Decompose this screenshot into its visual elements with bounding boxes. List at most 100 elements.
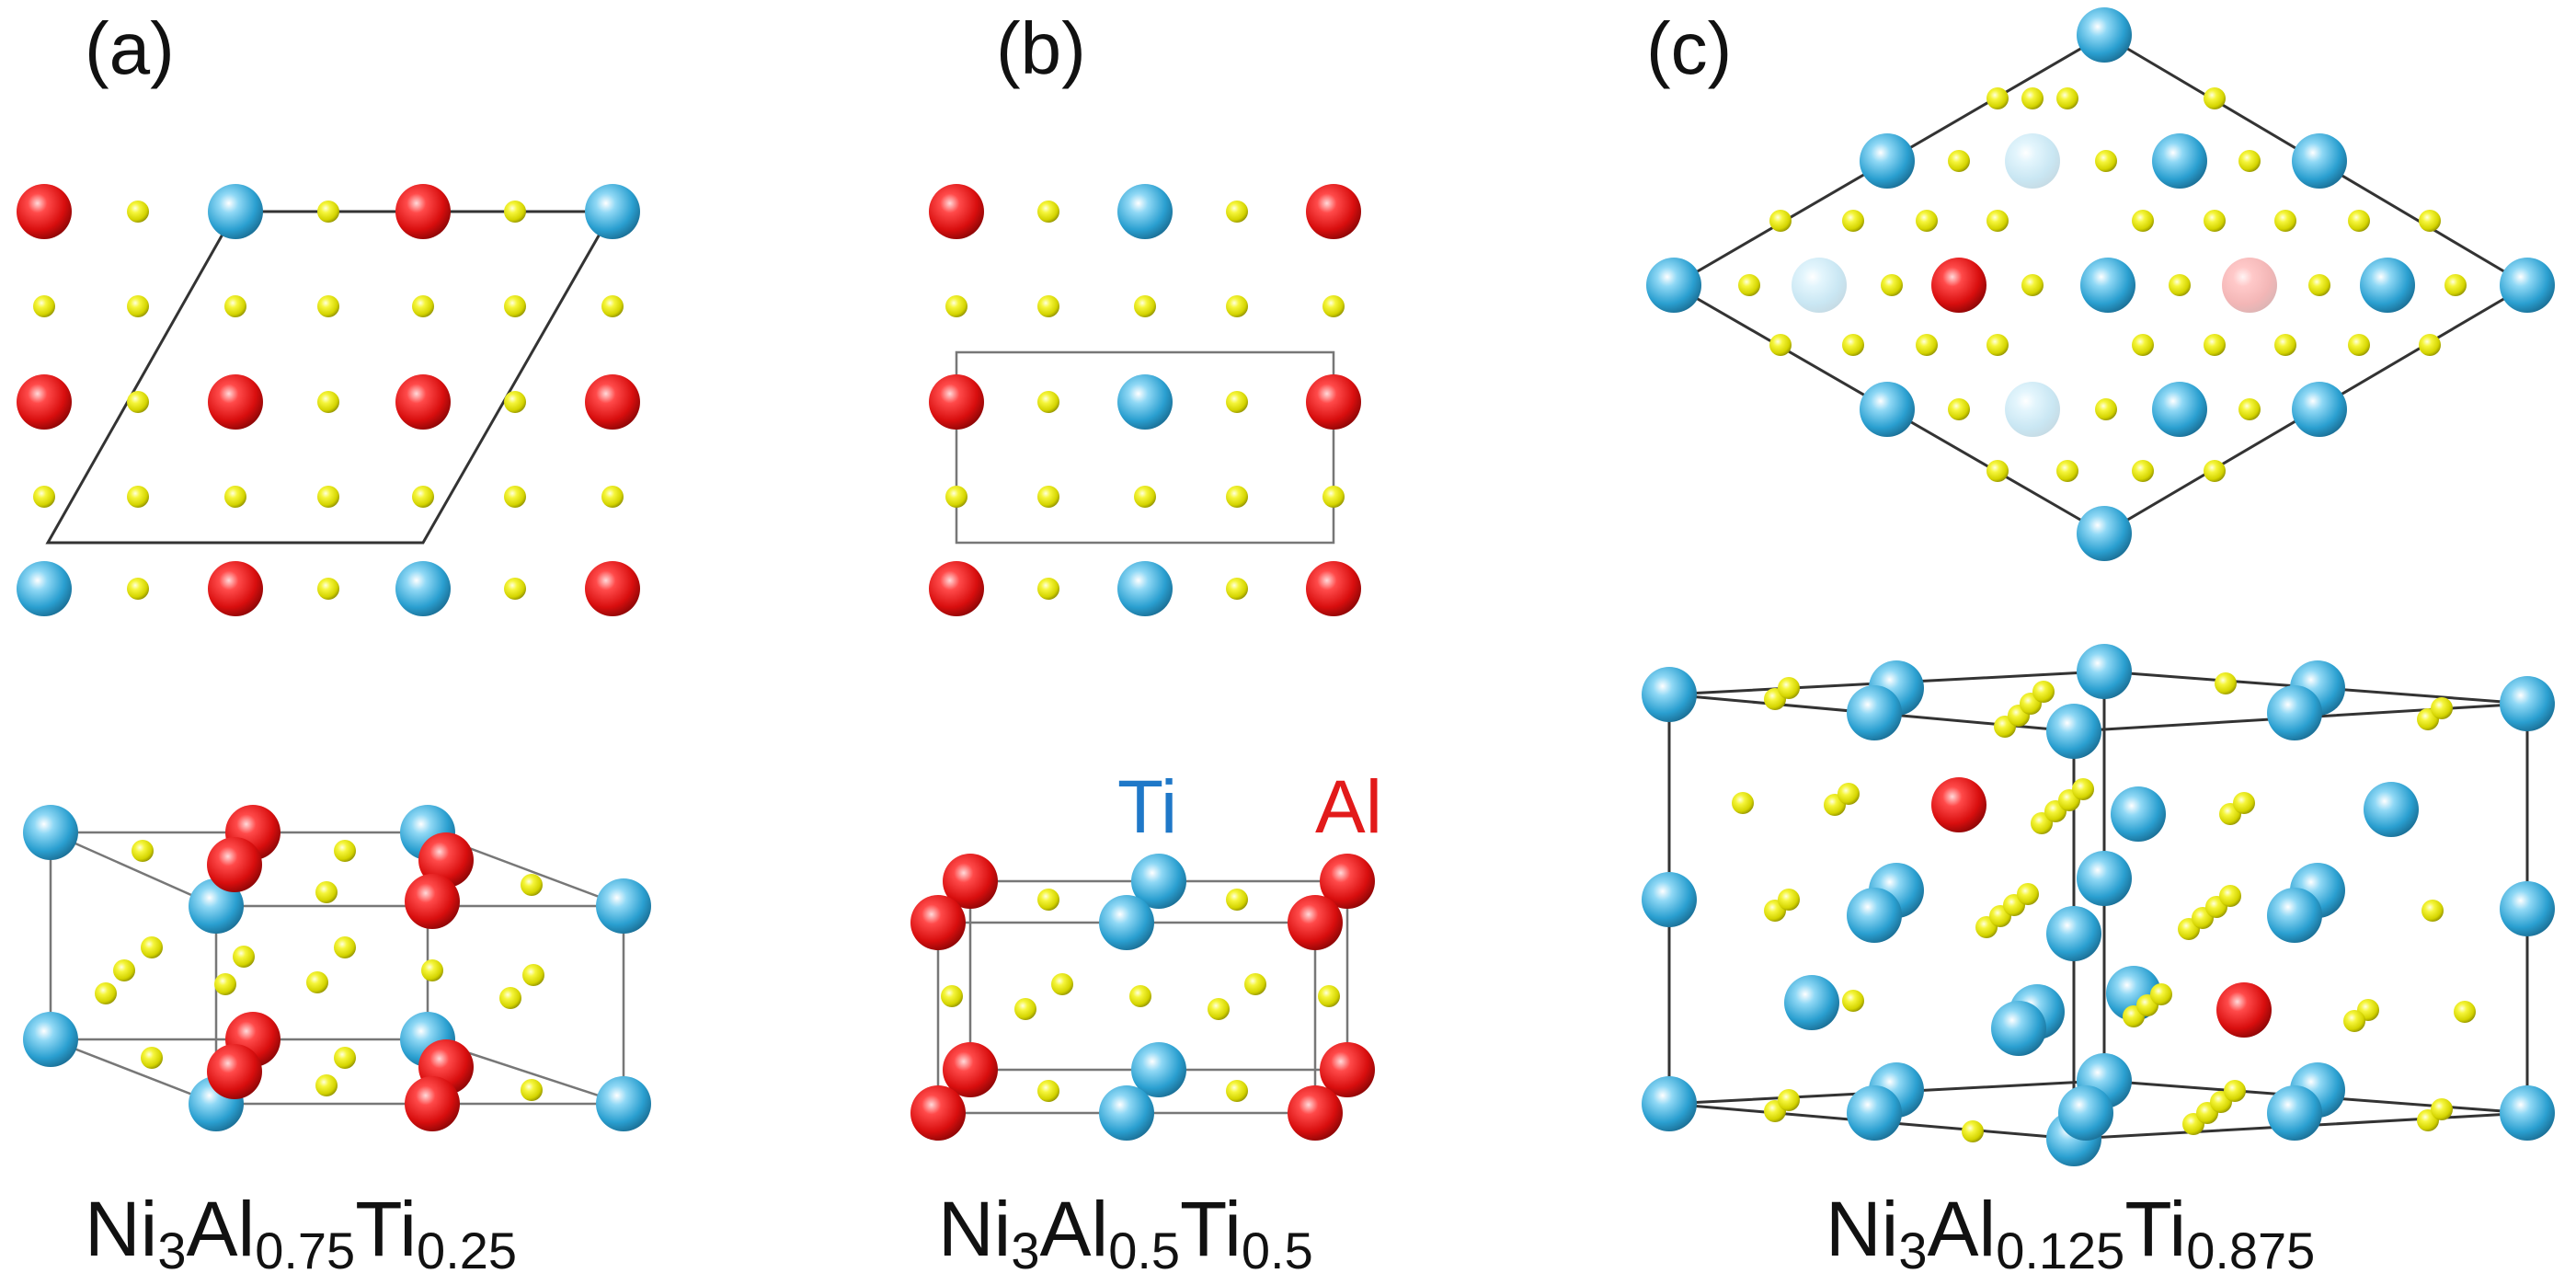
al-atom (405, 1076, 460, 1131)
ni-atom (334, 936, 356, 958)
ni-atom (317, 391, 339, 413)
ni-atom (504, 578, 526, 600)
ti-atom (1991, 1001, 2046, 1056)
ti-atom (17, 561, 72, 616)
ni-atom (601, 295, 624, 317)
al-atom (207, 1044, 262, 1099)
ni-atom (2017, 883, 2039, 905)
unit-cell-b-top (955, 350, 1335, 545)
ni-atom (1838, 783, 1860, 805)
ti-atom (2046, 704, 2101, 759)
ni-atom (2238, 398, 2261, 420)
ni-atom (941, 985, 963, 1007)
ni-atom (1051, 973, 1073, 995)
ni-atom (315, 881, 338, 903)
ni-atom (2056, 460, 2078, 482)
al-atom (1931, 258, 1986, 313)
ti-atom (1792, 258, 1847, 313)
ni-atom (1134, 295, 1156, 317)
al-atom (2216, 982, 2272, 1038)
ti-atom (23, 1012, 78, 1067)
ti-atom (1117, 561, 1173, 616)
ti-atom (2292, 133, 2347, 189)
ni-atom (127, 486, 149, 508)
ti-atom (2360, 258, 2415, 313)
al-atom (1306, 374, 1361, 430)
ni-atom (1778, 889, 1800, 911)
al-atom (585, 561, 640, 616)
ni-atom (1769, 210, 1792, 232)
al-atom (17, 184, 72, 239)
ni-atom (2348, 210, 2370, 232)
al-atom (1288, 1085, 1343, 1141)
ti-atom (1642, 667, 1697, 722)
al-atom (207, 837, 262, 892)
ni-atom (317, 578, 339, 600)
al-atom (1288, 895, 1343, 950)
formula-b: Ni3Al0.5Ti0.5 (938, 1186, 1313, 1279)
al-atom (943, 854, 998, 909)
ti-atom (1646, 258, 1701, 313)
ni-atom (2444, 274, 2467, 296)
ni-atom (1037, 201, 1059, 223)
ni-atom (224, 486, 246, 508)
ni-atom (499, 987, 521, 1009)
al-atom (943, 1042, 998, 1097)
ni-atom (2343, 1010, 2365, 1032)
ni-atom (2215, 672, 2237, 694)
ni-atom (1986, 210, 2009, 232)
ni-atom (412, 486, 434, 508)
ni-atom (1014, 998, 1036, 1020)
ti-atom (2292, 382, 2347, 437)
ni-atom (2021, 87, 2044, 109)
ti-atom (2058, 1085, 2113, 1141)
ti-atom (596, 878, 651, 934)
ti-atom (2077, 7, 2132, 63)
ni-atom (1916, 334, 1938, 356)
al-atom (17, 374, 72, 430)
ni-atom (317, 295, 339, 317)
ti-atom (1847, 685, 1902, 740)
ni-atom (1916, 210, 1938, 232)
ni-atom (1037, 486, 1059, 508)
ni-atom (1226, 201, 1248, 223)
ni-atom (2072, 778, 2094, 800)
ni-atom (127, 578, 149, 600)
ni-atom (1842, 210, 1864, 232)
ni-atom (95, 982, 117, 1004)
ni-atom (1037, 1080, 1059, 1102)
ni-atom (2274, 334, 2296, 356)
ni-atom (2274, 210, 2296, 232)
ti-atom (2152, 133, 2207, 189)
ni-atom (2454, 1001, 2476, 1023)
ni-atom (504, 201, 526, 223)
ni-atom (1732, 792, 1754, 814)
ni-atom (1037, 889, 1059, 911)
ti-atom (2500, 1085, 2555, 1141)
ni-atom (2233, 792, 2255, 814)
al-atom (1320, 854, 1375, 909)
ti-atom (2077, 851, 2132, 906)
ti-atom (1131, 854, 1186, 909)
unit-cell-a-top (45, 210, 615, 545)
ni-atom (141, 1047, 163, 1069)
ti-atom (2500, 258, 2555, 313)
al-atom (395, 184, 451, 239)
ni-atom (315, 1074, 338, 1096)
ni-atom (522, 964, 544, 986)
al-atom (208, 561, 263, 616)
ni-atom (945, 295, 967, 317)
ni-atom (2204, 334, 2226, 356)
al-atom (208, 374, 263, 430)
panel-label-a: (a) (85, 7, 175, 89)
ti-atom (2364, 782, 2419, 837)
ni-atom (2204, 87, 2226, 109)
ni-atom (2224, 1080, 2246, 1102)
al-atom (910, 895, 966, 950)
ni-atom (1037, 391, 1059, 413)
ti-atom (2267, 888, 2322, 943)
al-atom (1931, 777, 1986, 832)
ti-atom (2005, 382, 2060, 437)
al-atom (1320, 1042, 1375, 1097)
